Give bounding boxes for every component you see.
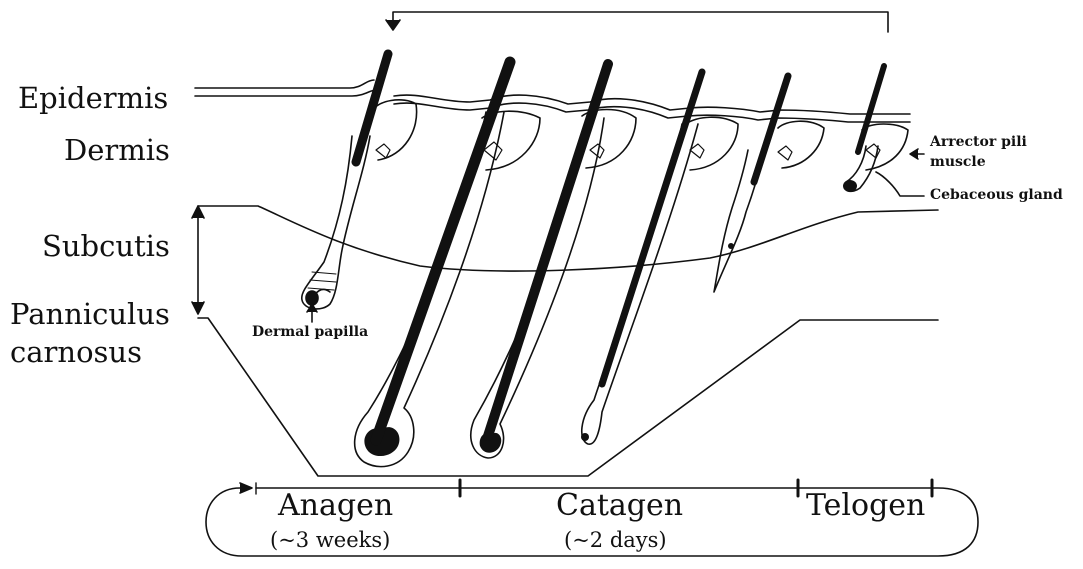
label-epidermis: Epidermis [18,82,168,114]
sebaceous-pointer [876,172,924,196]
phase-catagen-name: Catagen [556,490,683,522]
gland-loops [372,100,908,170]
phase-anagen-duration: (~3 weeks) [270,528,390,552]
phase-anagen-name: Anagen [278,490,393,522]
label-panniculus: Panniculus [10,298,170,330]
label-dermis: Dermis [64,134,170,166]
skin-surface [195,80,910,122]
label-subcutis: Subcutis [42,230,170,262]
follicle-4 [582,124,698,444]
hair-shafts [356,54,884,440]
cycle-return-arrow [393,12,888,32]
label-dermal-papilla: Dermal papilla [252,324,368,341]
cycle-return-arrowhead [386,20,400,30]
phase-telogen-name: Telogen [806,490,925,522]
label-arrector-pili: Arrector pili [930,134,1027,151]
dermal-papilla-bulb [306,291,318,305]
panniculus-boundary [198,318,938,476]
subcutis-arrow-bottom [192,302,204,314]
subcutis-arrow-top [192,206,204,218]
label-sebaceous-gland: Cebaceous gland [930,187,1063,204]
label-carnosus: carnosus [10,336,142,368]
cycle-arrowhead [240,483,252,493]
phase-catagen-duration: (~2 days) [564,528,667,552]
label-arrector-muscle: muscle [930,154,986,171]
